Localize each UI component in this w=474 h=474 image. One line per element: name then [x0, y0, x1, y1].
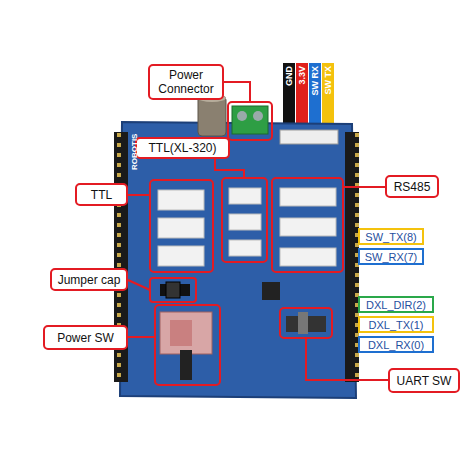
- node-text: SW_RX(7): [365, 251, 418, 263]
- xl320-connector: [229, 214, 261, 230]
- leader-line: [215, 159, 244, 178]
- highlight-frame: [272, 178, 343, 272]
- node-text: SW_TX(8): [365, 231, 416, 243]
- node-text: RS485: [394, 180, 431, 194]
- pin-label: SW_TX(8): [358, 228, 424, 245]
- node-text: GND: [283, 66, 295, 86]
- highlight-frame: [150, 278, 196, 302]
- uart-switch-knob: [298, 312, 308, 334]
- uart-header: [280, 130, 338, 144]
- chip: [262, 282, 280, 300]
- rs485-connector: [280, 218, 336, 236]
- pin-label: SW_RX(7): [358, 248, 424, 265]
- leader-line: [128, 336, 155, 338]
- terminal-screw: [237, 111, 247, 121]
- node-text: Power Connector: [153, 68, 219, 96]
- callout-box: TTL(XL-320): [135, 137, 230, 159]
- node-text: DXL_TX(1): [368, 319, 423, 331]
- callout-box: TTL: [75, 183, 128, 206]
- terminal-screw: [253, 111, 263, 121]
- callout-box: Jumper cap: [50, 268, 128, 291]
- highlight-frame: [155, 305, 220, 385]
- leader-line: [128, 280, 150, 290]
- wire-label: SW TX: [322, 63, 334, 113]
- rs485-connector: [280, 188, 336, 206]
- leader-line: [224, 82, 250, 102]
- node-text: TTL(XL-320): [148, 141, 216, 155]
- callout-box: Power Connector: [148, 64, 224, 100]
- wire-label: SW RX: [309, 63, 321, 113]
- node-text: SW RX: [309, 66, 321, 96]
- pin-header: [345, 132, 359, 382]
- ttl-connector: [158, 218, 204, 238]
- node-text: Power SW: [57, 331, 114, 345]
- highlight-frame: [228, 102, 272, 140]
- leader-line: [343, 186, 385, 188]
- node-text: DXL_RX(0): [368, 339, 424, 351]
- header-pins: [345, 132, 359, 382]
- pcb-board: [120, 122, 356, 398]
- callout-box: UART SW: [388, 368, 460, 393]
- ttl-connector: [158, 190, 204, 210]
- wire-label: GND: [283, 63, 295, 113]
- node-text: SW TX: [322, 66, 334, 95]
- node-text: 3.3V: [296, 66, 308, 85]
- power-switch: [160, 312, 212, 354]
- xl320-connector: [229, 188, 261, 204]
- pin-label: DXL_RX(0): [358, 336, 434, 353]
- pin-label: DXL_TX(1): [358, 316, 434, 333]
- callout-box: Power SW: [43, 325, 128, 350]
- xl320-connector: [229, 240, 261, 256]
- switch-slider: [170, 320, 192, 346]
- board-silkscreen: ROBOTIS: [130, 134, 139, 170]
- node-text: DXL_DIR(2): [366, 299, 426, 311]
- highlight-frame: [150, 180, 213, 272]
- highlight-frame: [280, 308, 332, 338]
- wire-label: 3.3V: [296, 63, 308, 113]
- callout-box: RS485: [385, 175, 439, 198]
- pin-label: DXL_DIR(2): [358, 296, 434, 313]
- power-terminal: [232, 106, 268, 134]
- leader-line: [128, 194, 150, 196]
- node-text: TTL: [91, 188, 112, 202]
- rs485-connector: [280, 248, 336, 266]
- highlight-frame: [222, 178, 267, 262]
- jumper-cap: [166, 282, 180, 298]
- ttl-connector: [158, 246, 204, 266]
- node-text: UART SW: [397, 374, 452, 388]
- switch-knob: [180, 350, 192, 380]
- node-text: Jumper cap: [58, 273, 121, 287]
